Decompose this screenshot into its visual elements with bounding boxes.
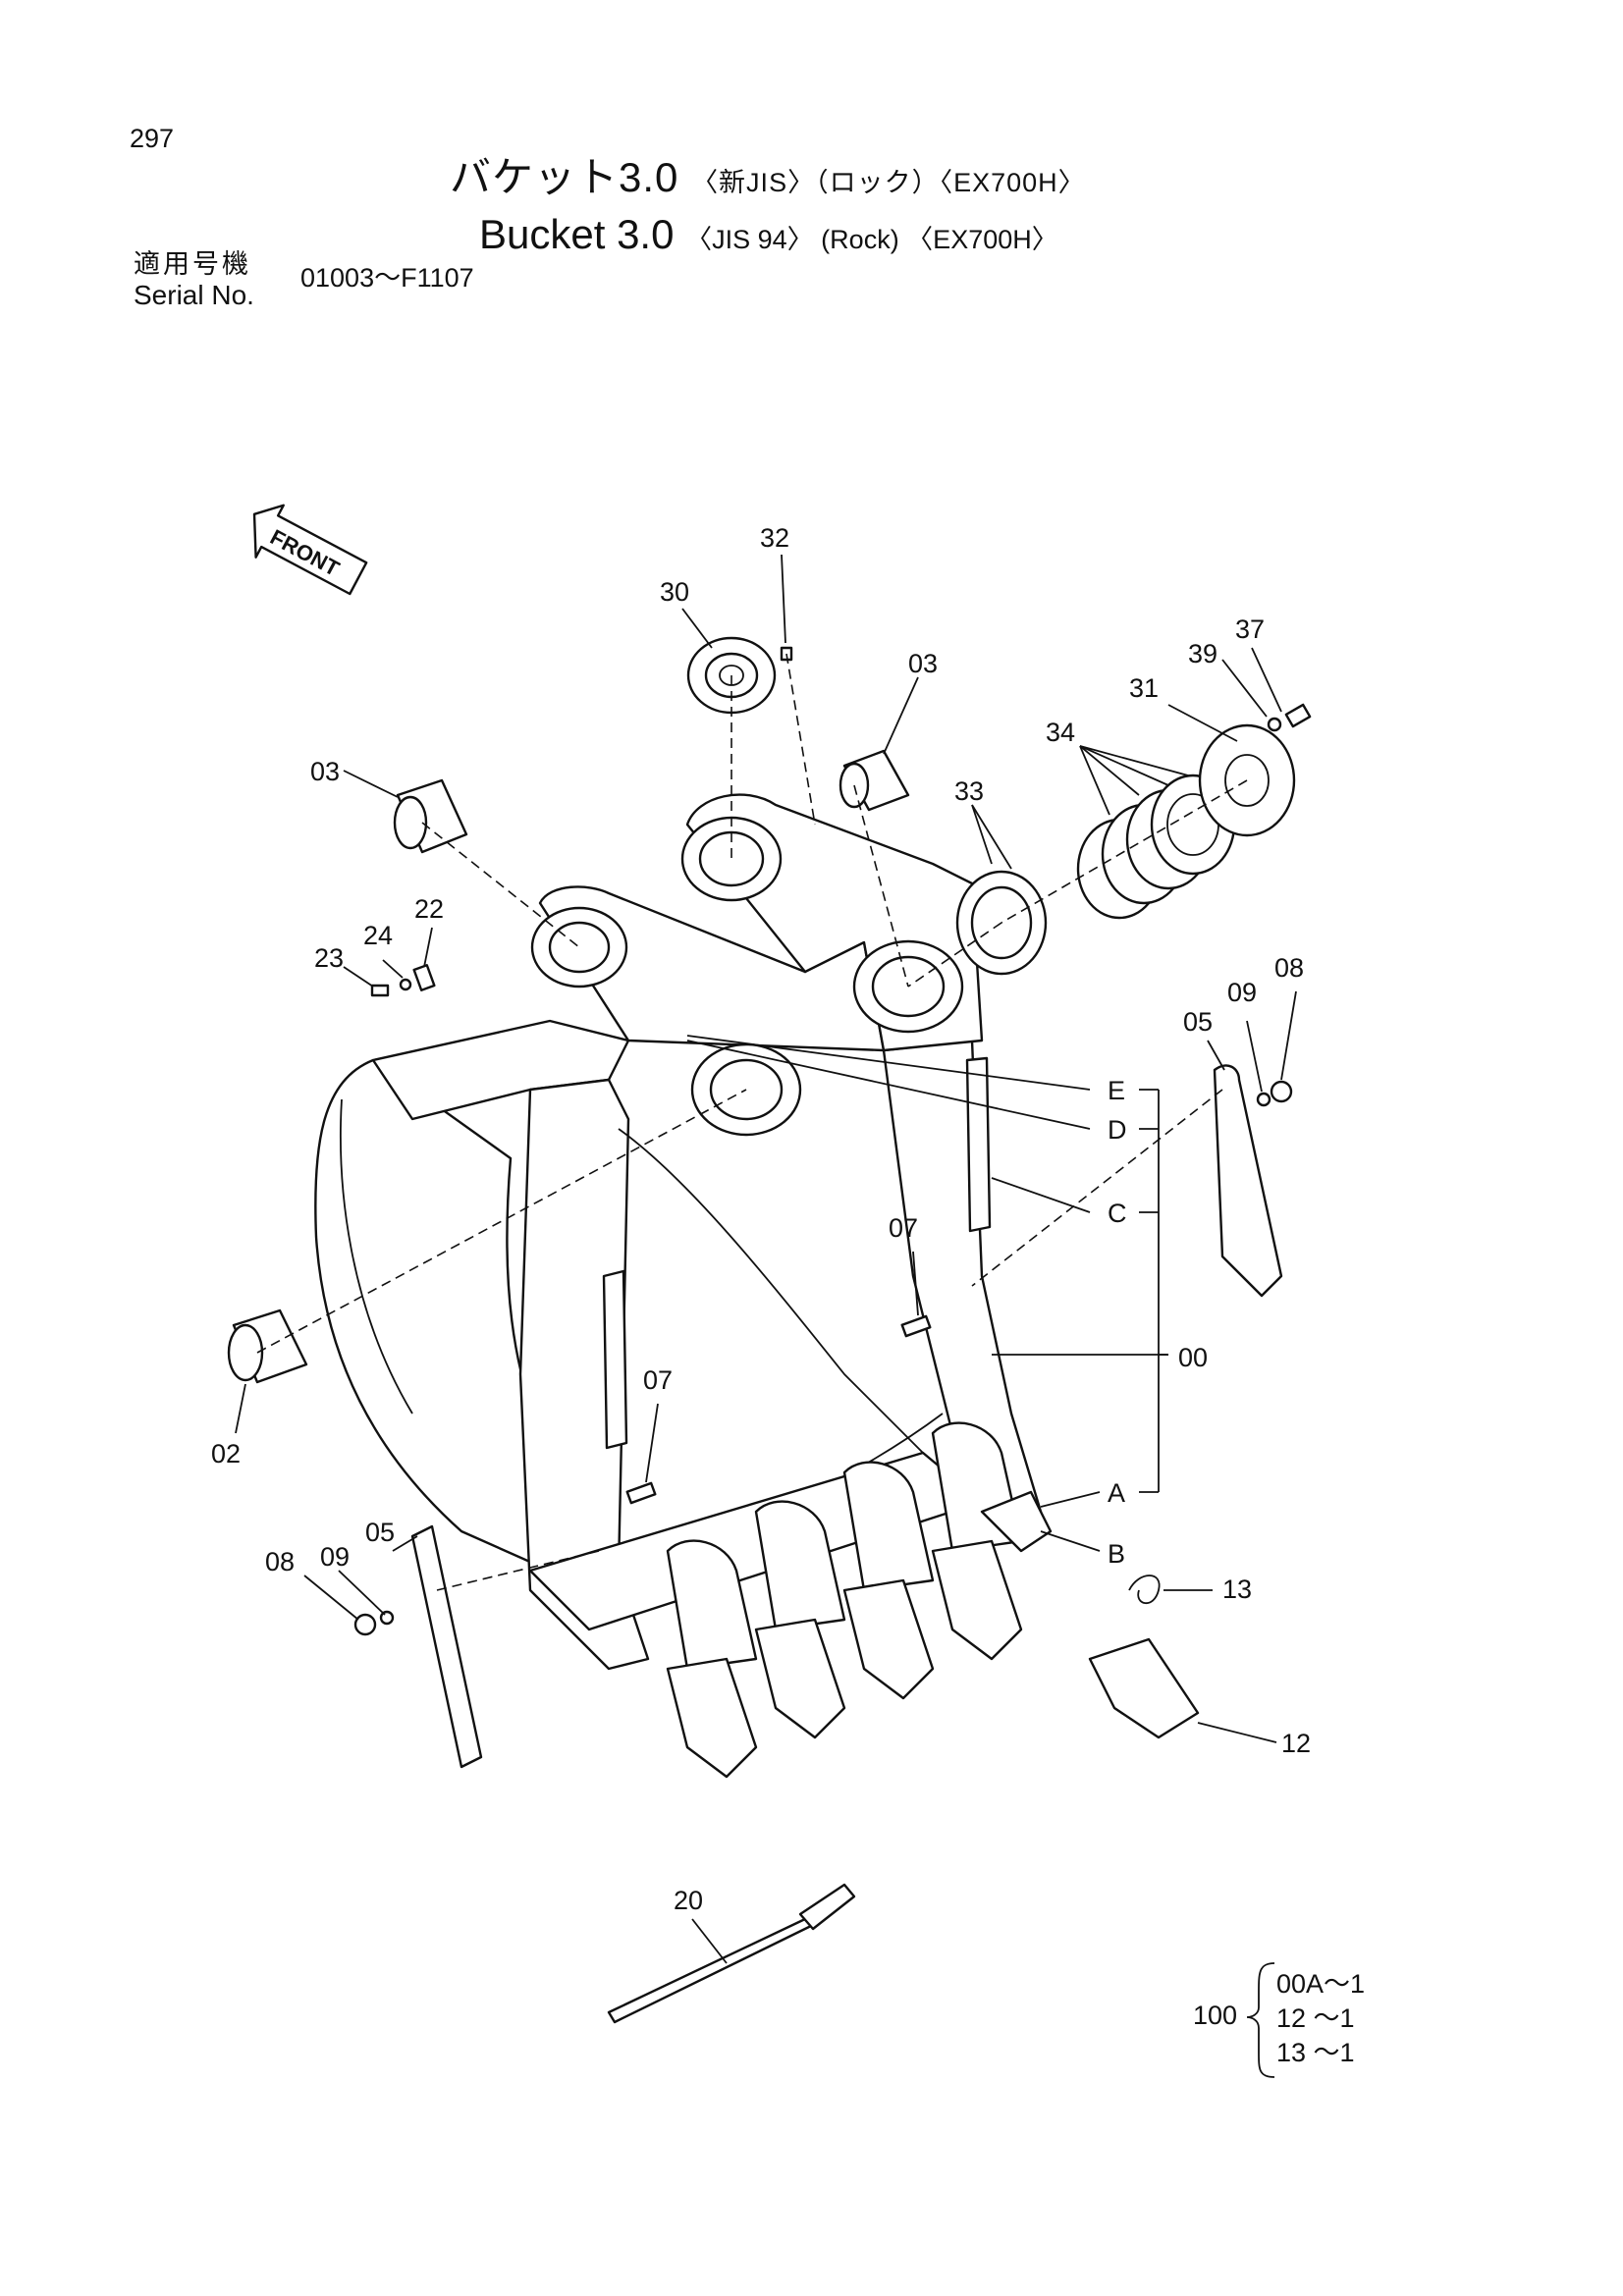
callout-31: 31: [1129, 673, 1159, 703]
part-24-washer: [399, 978, 412, 991]
front-arrow-icon: FRONT: [252, 504, 368, 596]
callout-letter-e: E: [1108, 1076, 1125, 1105]
callout-13: 13: [1222, 1575, 1252, 1604]
callout-09-left: 09: [320, 1542, 350, 1572]
kit-item: 13 ～1: [1276, 2038, 1355, 2067]
callout-24: 24: [363, 921, 393, 950]
callout-02: 02: [211, 1439, 241, 1468]
title-jp-tags: 〈新JIS〉（ロック）〈EX700H〉: [691, 168, 1086, 197]
callout-labels: 32 30 03 03 37 39 31 34 33 22 24 23 08 0…: [211, 523, 1311, 1915]
callout-32: 32: [760, 523, 789, 553]
kit-brace: [1246, 1962, 1275, 2078]
title-japanese: バケット3.0 〈新JIS〉（ロック）〈EX700H〉: [450, 157, 1086, 198]
part-08-nut-right: [1270, 1080, 1293, 1103]
side-shroud: [980, 1490, 1053, 1553]
callout-20: 20: [674, 1886, 703, 1915]
part-13-lock-pin: [1128, 1575, 1161, 1605]
tooth-3: [842, 1461, 935, 1700]
tooth-2: [754, 1500, 846, 1739]
serial-range: 01003～F1107: [300, 263, 474, 293]
part-05-left-plate: [410, 1524, 483, 1769]
part-37-bolt: [1284, 703, 1312, 728]
callout-03-left: 03: [310, 757, 340, 786]
assembly-lines: [256, 653, 1248, 1591]
callout-05-right: 05: [1183, 1007, 1213, 1037]
callout-08-left: 08: [265, 1547, 295, 1576]
callout-letter-b: B: [1108, 1539, 1125, 1569]
callout-12: 12: [1281, 1729, 1311, 1758]
callout-letter-d: D: [1108, 1115, 1127, 1145]
callout-07-right: 07: [889, 1213, 918, 1243]
callout-08-right: 08: [1274, 953, 1304, 983]
callout-09-right: 09: [1227, 978, 1257, 1007]
part-07-bolt-right: [900, 1314, 932, 1338]
callout-letter-a: A: [1108, 1478, 1125, 1508]
part-09-washer-right: [1256, 1092, 1271, 1107]
callout-05-left: 05: [365, 1518, 395, 1547]
callout-33: 33: [954, 776, 984, 806]
callout-39: 39: [1188, 639, 1217, 668]
part-03-bushing-right: [839, 749, 910, 812]
kit-item: 12 ～1: [1276, 2003, 1355, 2033]
callout-00: 00: [1178, 1343, 1208, 1372]
callout-22: 22: [414, 894, 444, 924]
part-05-right-plate: [1213, 1064, 1283, 1298]
callout-03-right: 03: [908, 649, 938, 678]
bucket-teeth: [666, 1421, 1053, 1779]
tooth-1: [666, 1539, 758, 1779]
serial-label-en: Serial No.: [134, 280, 254, 310]
leader-lines: [235, 554, 1297, 1964]
kit-list: 100 00A～1 12 ～1 13 ～1: [1193, 1962, 1365, 2078]
callout-30: 30: [660, 577, 689, 607]
part-08-nut-left: [353, 1613, 377, 1636]
title-en-main: Bucket 3.0: [479, 211, 675, 257]
part-23-bolt: [370, 984, 390, 997]
part-03-bushing-left: [393, 778, 468, 854]
page-number: 297: [130, 124, 175, 153]
callout-34: 34: [1046, 718, 1075, 747]
title-jp-main: バケット3.0: [450, 154, 679, 200]
part-12-tooth-point: [1088, 1637, 1200, 1739]
title-english: Bucket 3.0 〈JIS 94〉 (Rock) 〈EX700H〉: [479, 214, 1058, 255]
callout-07-left: 07: [643, 1365, 673, 1395]
callout-23: 23: [314, 943, 344, 973]
part-02-bushing: [227, 1308, 308, 1384]
title-en-tags: 〈JIS 94〉 (Rock) 〈EX700H〉: [685, 225, 1058, 254]
callout-letter-c: C: [1108, 1199, 1127, 1228]
kit-item: 00A～1: [1276, 1969, 1365, 1999]
part-39-washer: [1267, 717, 1282, 732]
part-20-tool: [607, 1883, 856, 2024]
part-07-bolt-left: [625, 1481, 657, 1505]
bucket-body: [314, 793, 1043, 1671]
serial-label-jp: 適用号機: [134, 249, 251, 279]
part-22-stopper: [412, 964, 436, 991]
callout-37: 37: [1235, 614, 1265, 644]
kit-number: 100: [1193, 2001, 1237, 2030]
